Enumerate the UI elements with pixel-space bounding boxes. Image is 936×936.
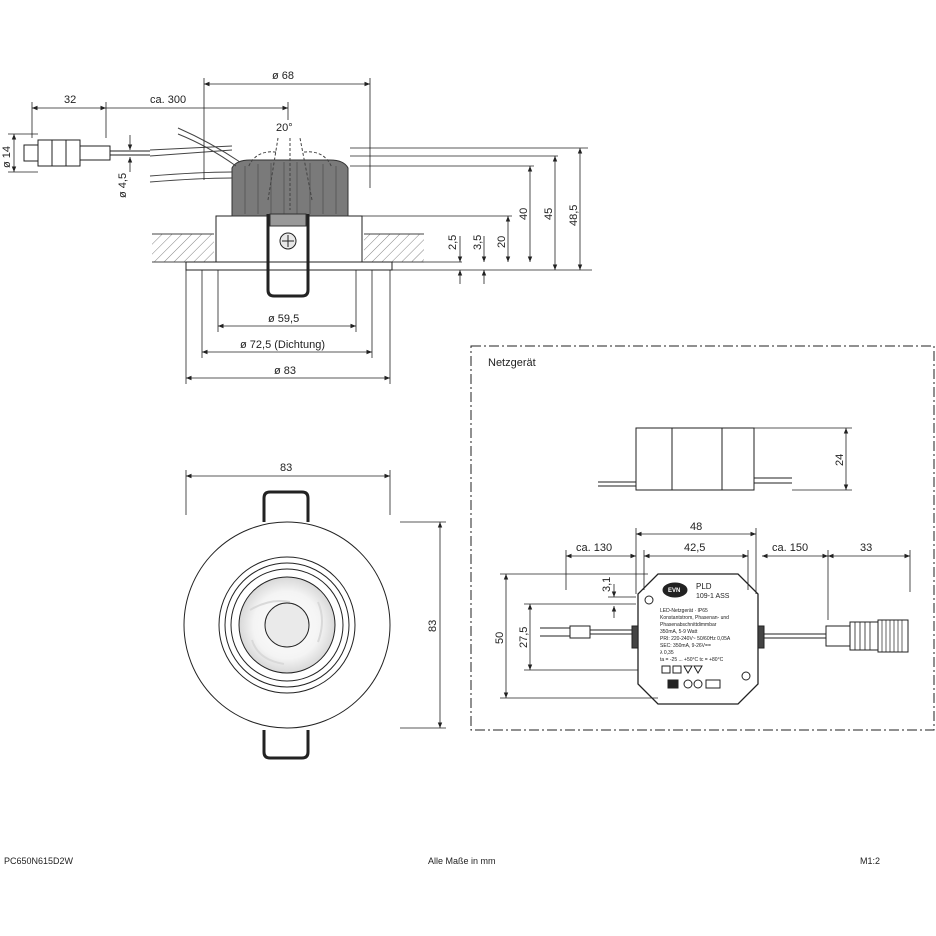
mount-hole-icon xyxy=(644,595,654,605)
psu-frame xyxy=(470,345,935,731)
units-note: Alle Maße in mm xyxy=(428,856,496,866)
clip-bottom xyxy=(262,730,310,760)
psu-title: Netzgerät xyxy=(488,357,536,369)
scale-note: M1:2 xyxy=(860,856,881,866)
flange xyxy=(185,261,393,271)
psu-model: PLD xyxy=(696,582,712,591)
dim-psu-w42-5: 42,5 xyxy=(684,542,705,554)
dim-psu-h3-1: 3,1 xyxy=(601,577,613,592)
psu-line7: λ 0,35 xyxy=(660,650,674,656)
dim-d59-5: ø 59,5 xyxy=(268,313,299,325)
led-icon xyxy=(264,602,310,648)
psu-line6: SEC: 350mA, 9-26V== xyxy=(660,643,711,649)
dim-psu-h27-5: 27,5 xyxy=(518,627,530,648)
psu-line2: Konstantstrom, Phasenan- und xyxy=(660,615,729,621)
dim-psu-w48: 48 xyxy=(690,521,702,533)
dim-h20: 20 xyxy=(496,236,508,248)
dim-top-w83: 83 xyxy=(280,462,292,474)
clip-top xyxy=(262,490,310,522)
psu-line5: PRI: 220-240V~ 50/60Hz 0,05A xyxy=(660,636,731,642)
dim-d14: ø 14 xyxy=(1,146,13,168)
dim-top-h83: 83 xyxy=(427,620,439,632)
dim-h48-5: 48,5 xyxy=(568,205,580,226)
psu-line1: LED-Netzgerät · IP65 xyxy=(660,608,708,614)
dim-d83: ø 83 xyxy=(274,365,296,377)
dim-psu-ca130: ca. 130 xyxy=(576,542,612,554)
ceiling-right xyxy=(364,234,424,262)
brand-logo xyxy=(662,582,688,598)
dim-h45: 45 xyxy=(543,208,555,220)
psu-side xyxy=(635,427,755,491)
dim-angle20: 20° xyxy=(276,122,293,134)
psu-line3: Phasenabschnittdimmbar xyxy=(660,622,717,628)
psu-brand: EVN xyxy=(668,588,680,594)
dim-h3-5: 3,5 xyxy=(472,235,484,250)
side-view: ø 68 32 ca. 300 20° ø 14 ø 4,5 48,5 45 4… xyxy=(1,70,592,384)
spring-clip xyxy=(266,214,310,298)
dim-h2-5: 2,5 xyxy=(447,235,459,250)
dim-psu-h50: 50 xyxy=(494,632,506,644)
output-cable xyxy=(540,625,632,639)
ceiling-left xyxy=(152,234,214,262)
input-cable xyxy=(764,619,909,653)
certification-icons xyxy=(661,665,721,689)
dim-d68: ø 68 xyxy=(272,70,294,82)
psu-part: 109-1 ASS xyxy=(696,593,730,600)
dim-d72-5: ø 72,5 (Dichtung) xyxy=(240,339,325,351)
connector-icon xyxy=(23,139,150,167)
dim-psu-ca150: ca. 150 xyxy=(772,542,808,554)
dim-h40: 40 xyxy=(518,208,530,220)
dim-ca300: ca. 300 xyxy=(150,94,186,106)
part-number: PC650N615D2W xyxy=(4,856,74,866)
dim-psu-len33: 33 xyxy=(860,542,872,554)
psu-line4: 350mA, 5-9 Watt xyxy=(660,629,698,635)
dim-psu-h24: 24 xyxy=(834,454,846,466)
dim-len32: 32 xyxy=(64,94,76,106)
psu-panel: Netzgerät 24 EVN PLD 109-1 ASS LED-Netzg… xyxy=(470,345,935,731)
psu-line8: ta = -25 ... +50°C tc = +80°C xyxy=(660,657,724,663)
dim-d45: ø 4,5 xyxy=(117,173,129,198)
top-view: 83 83 xyxy=(183,462,446,760)
